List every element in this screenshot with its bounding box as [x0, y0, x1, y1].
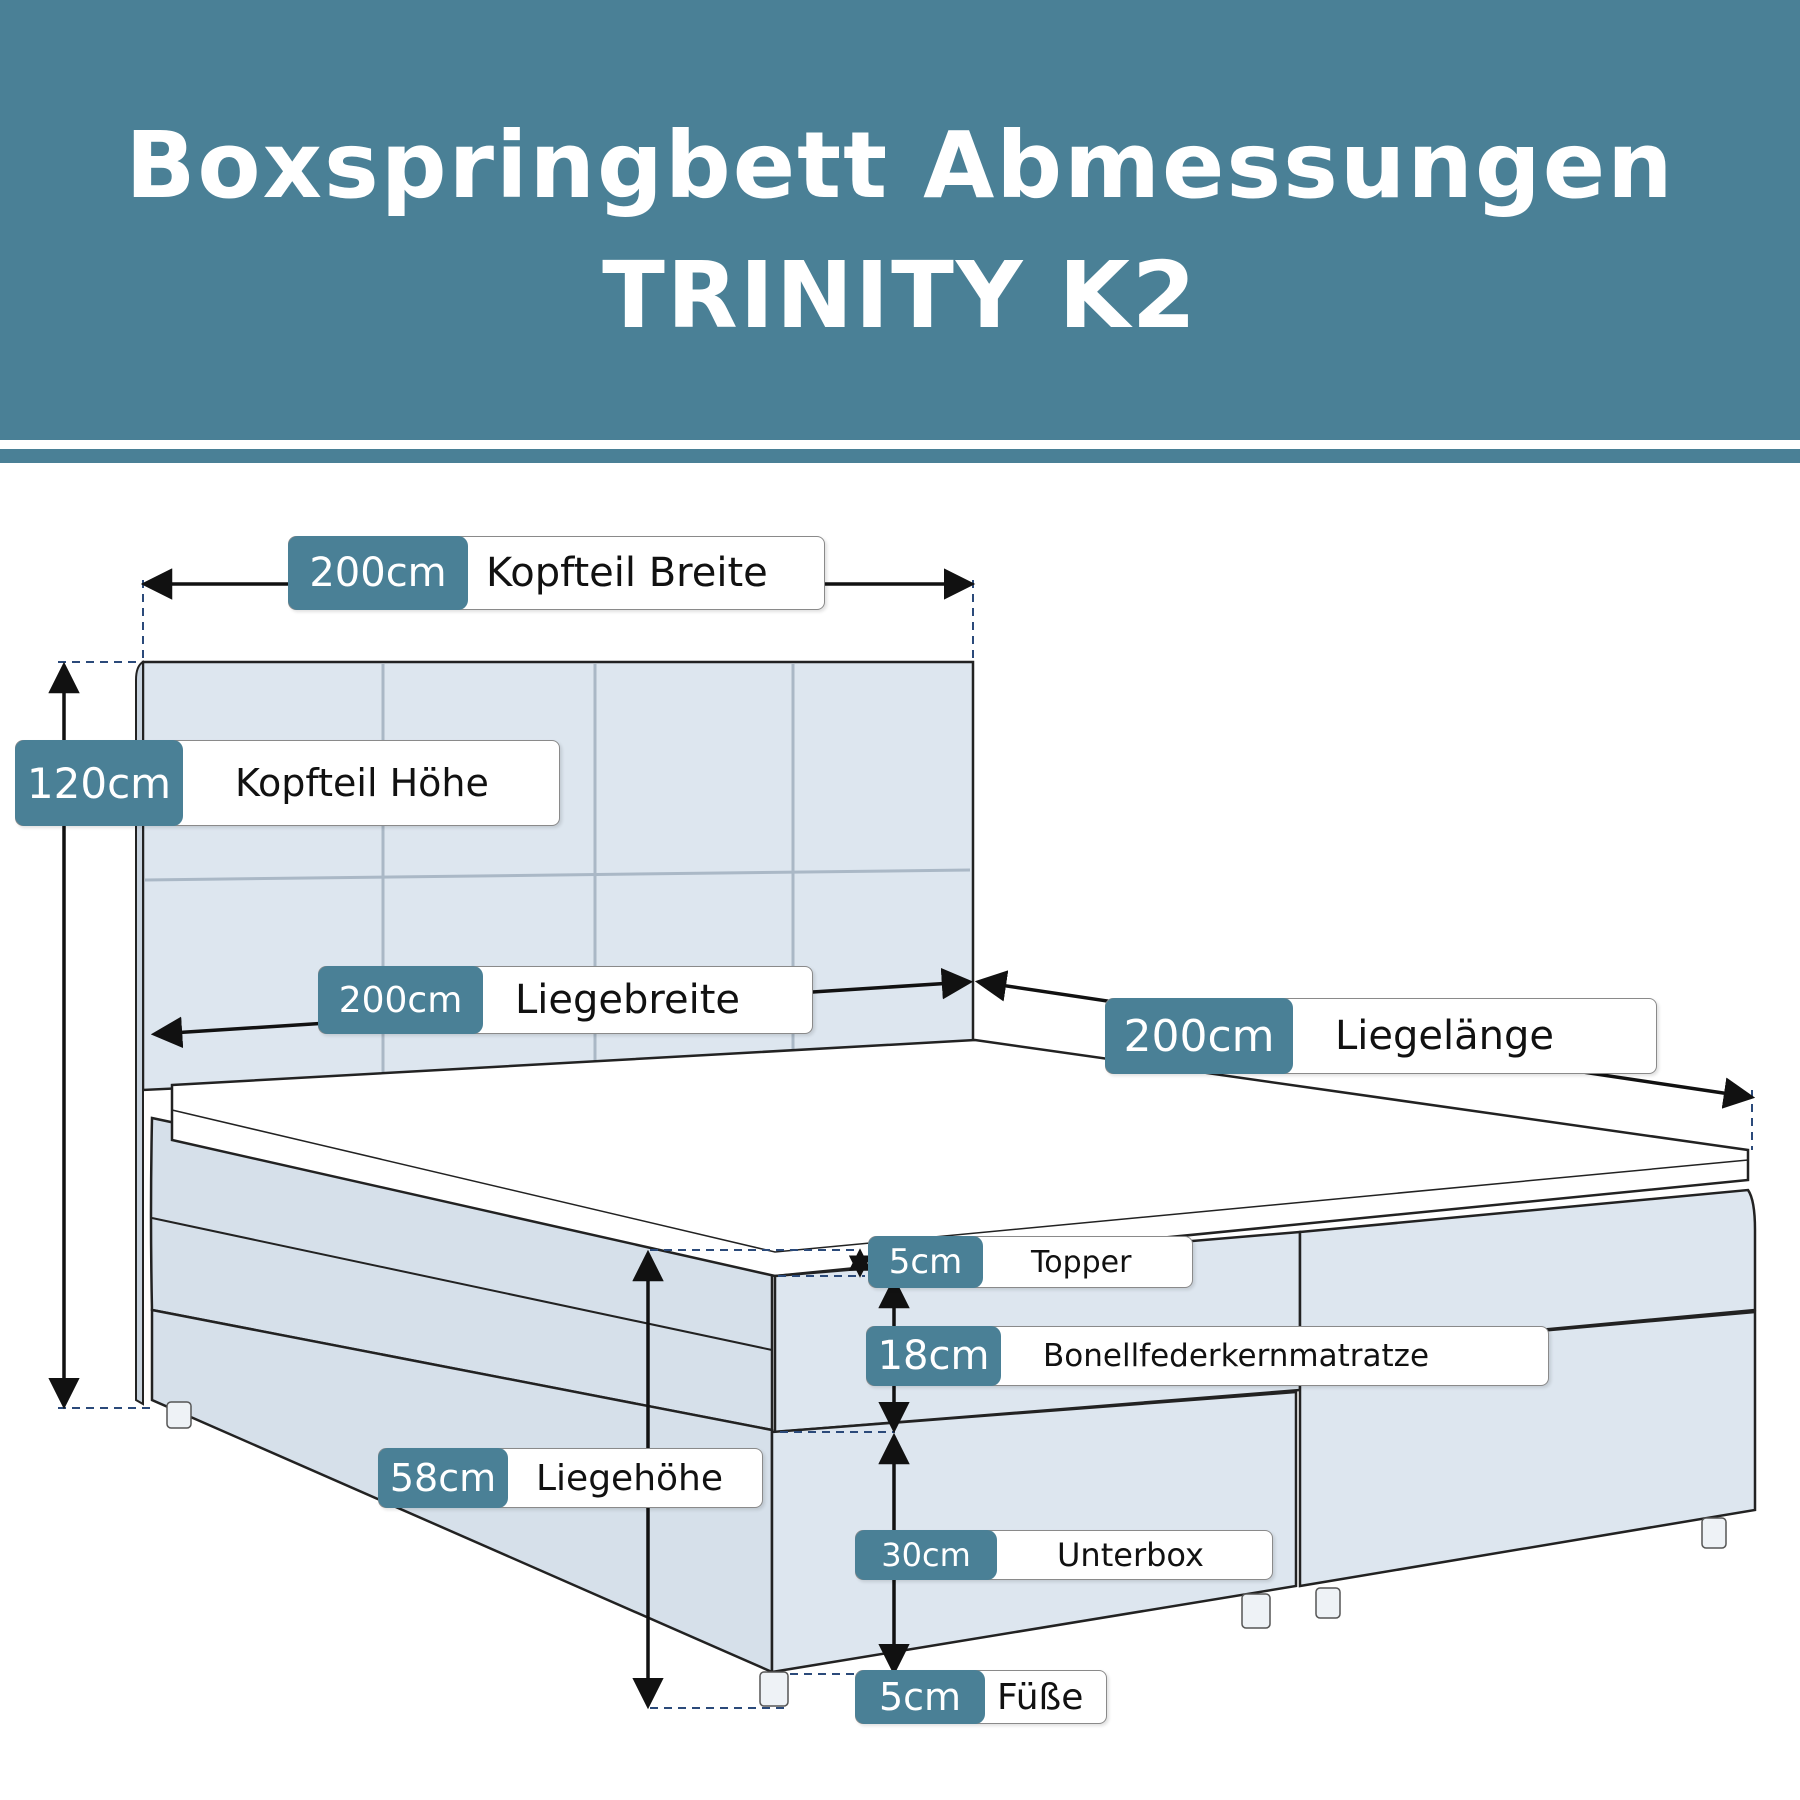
header-divider: [0, 441, 1800, 449]
label-unterbox: 30cm Unterbox: [855, 1530, 1273, 1580]
dimension-label: Liegebreite: [515, 977, 740, 1023]
dimension-label: Kopfteil Breite: [486, 550, 768, 596]
product-name: TRINITY K2: [602, 242, 1198, 349]
dimension-label: Liegehöhe: [536, 1457, 724, 1499]
header-banner: [0, 0, 1800, 440]
label-topper: 5cm Topper: [868, 1236, 1193, 1288]
dimension-label: Liegelänge: [1335, 1013, 1554, 1059]
label-fuesse: 5cm Füße: [855, 1670, 1107, 1724]
dimension-label: Bonellfederkernmatratze: [1043, 1338, 1430, 1374]
label-liegelaenge: 200cm Liegelänge: [1105, 998, 1657, 1074]
dimension-label: Unterbox: [1057, 1536, 1204, 1574]
label-kopfteil-breite: 200cm Kopfteil Breite: [288, 536, 825, 610]
value-badge: 200cm: [288, 536, 468, 610]
value-badge: 5cm: [868, 1236, 983, 1288]
header-strip: [0, 449, 1800, 463]
bed-feet: [166, 1401, 1727, 1707]
value-badge: 58cm: [378, 1448, 508, 1508]
label-kopfteil-hoehe: 120cm Kopfteil Höhe: [15, 740, 560, 826]
page-title: Boxspringbett Abmessungen: [125, 112, 1675, 219]
value-badge: 30cm: [855, 1530, 997, 1580]
value-badge: 120cm: [15, 740, 183, 826]
label-matratze: 18cm Bonellfederkernmatratze: [866, 1326, 1549, 1386]
value-badge: 5cm: [855, 1670, 985, 1724]
value-badge: 200cm: [318, 966, 483, 1034]
dimension-label: Füße: [997, 1676, 1084, 1718]
value-badge: 18cm: [866, 1326, 1001, 1386]
label-liegebreite: 200cm Liegebreite: [318, 966, 813, 1034]
dimension-label: Topper: [1031, 1244, 1132, 1280]
dimension-label: Kopfteil Höhe: [235, 761, 489, 805]
value-badge: 200cm: [1105, 998, 1293, 1074]
label-liegehoehe: 58cm Liegehöhe: [378, 1448, 763, 1508]
